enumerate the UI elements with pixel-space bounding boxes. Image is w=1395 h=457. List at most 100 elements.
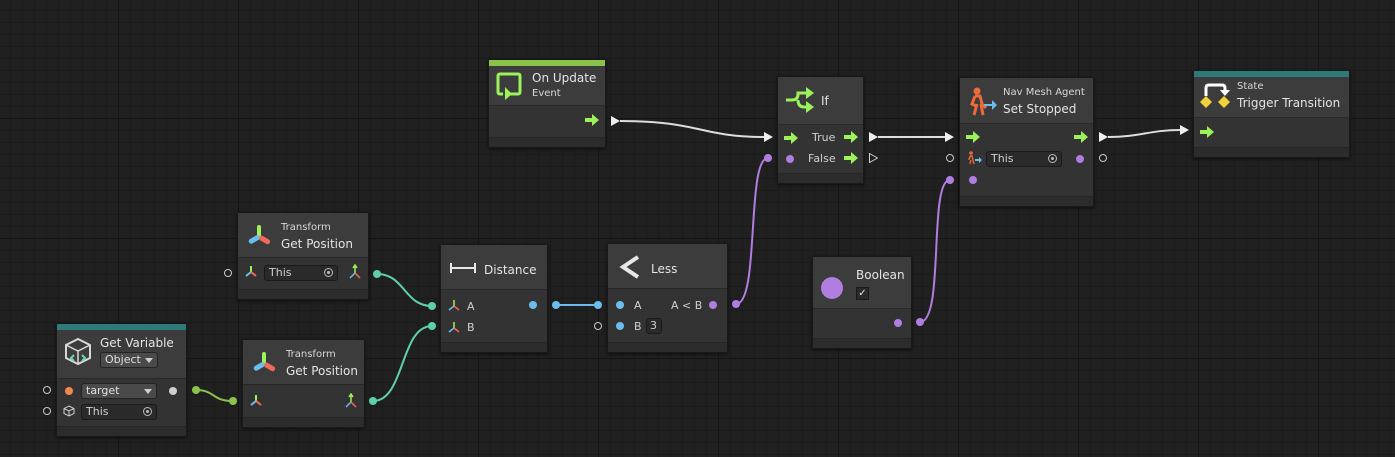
- string-port[interactable]: [65, 387, 73, 395]
- wire-arrow-navmesh-in: [945, 132, 954, 142]
- variable-name-dropdown[interactable]: target: [81, 383, 157, 399]
- node-title: Get Position: [281, 237, 353, 251]
- float-output-port[interactable]: [529, 301, 537, 309]
- bool-output-port[interactable]: [709, 301, 717, 309]
- node-header: Boolean ✓: [813, 257, 911, 309]
- wire-end-distance-out: [552, 301, 560, 309]
- chevron-down-icon: [144, 389, 152, 394]
- less-node[interactable]: Less A A < B B 3: [607, 243, 728, 353]
- bool-output-port[interactable]: [894, 319, 902, 327]
- on-update-node[interactable]: On Update Event: [488, 59, 606, 148]
- navmesh-agent-output-port[interactable]: [1099, 154, 1107, 162]
- output-label: A < B: [671, 299, 703, 312]
- node-footer: [778, 173, 863, 183]
- wire-end-less-out: [732, 300, 740, 308]
- port-a-label: A: [634, 299, 642, 312]
- vector-input-icon: [448, 300, 460, 311]
- wire-end-navmesh-in: [946, 176, 954, 184]
- target-field[interactable]: This: [264, 265, 338, 281]
- target-field[interactable]: This: [81, 404, 157, 420]
- b-value-field[interactable]: 3: [646, 318, 662, 334]
- wire-arrow-if-in: [764, 132, 773, 142]
- boolean-node[interactable]: Boolean ✓: [812, 256, 912, 349]
- node-title: Boolean: [856, 268, 905, 282]
- boolean-checkbox[interactable]: ✓: [856, 287, 869, 300]
- target-field-value: This: [86, 405, 109, 418]
- node-header-bar: [57, 324, 186, 330]
- update-loop-icon: [496, 72, 522, 100]
- state-trigger-transition-node[interactable]: State Trigger Transition: [1193, 70, 1350, 158]
- wire-arrow-navmesh-out: [1099, 132, 1108, 142]
- flow-input-arrow-icon[interactable]: [1200, 126, 1214, 138]
- float-input-port-a[interactable]: [616, 301, 624, 309]
- node-header: If: [778, 77, 863, 125]
- get-variable-name-input-port[interactable]: [43, 386, 51, 394]
- wire-end-distance-b: [428, 322, 436, 330]
- flow-true-output-arrow-icon[interactable]: [844, 131, 858, 143]
- false-flow-output-port[interactable]: [869, 153, 878, 163]
- kind-dropdown[interactable]: Object: [100, 352, 158, 368]
- false-label: False: [808, 152, 836, 165]
- is-stopped-input-port[interactable]: [969, 176, 977, 184]
- agent-output-port[interactable]: [1076, 155, 1084, 163]
- if-node[interactable]: If True False: [777, 76, 864, 184]
- node-subtitle: Transform: [286, 349, 336, 360]
- get-variable-node[interactable]: Get Variable Object target This: [56, 323, 187, 437]
- wire-end-distance-a: [428, 302, 436, 310]
- flow-input-arrow-icon[interactable]: [966, 131, 980, 143]
- branch-arrows-icon: [786, 87, 814, 113]
- variable-cube-icon: [65, 337, 91, 366]
- wire-transform1-to-distance-a: [376, 273, 433, 307]
- less-than-icon: [619, 255, 640, 279]
- state-transition-icon: [1200, 83, 1230, 108]
- node-header: Transform Get Position: [238, 213, 368, 258]
- transform-axes-icon: [250, 395, 262, 406]
- wire-arrow-if-out: [869, 132, 878, 142]
- node-footer: [960, 196, 1093, 206]
- vector-output-icon: [345, 393, 357, 408]
- nav-mesh-set-stopped-node[interactable]: Nav Mesh Agent Set Stopped This: [959, 77, 1094, 207]
- wire-end-if-in: [764, 154, 772, 162]
- node-header: Nav Mesh Agent Set Stopped: [960, 78, 1093, 124]
- b-value: 3: [650, 319, 657, 332]
- distance-node[interactable]: Distance A B: [440, 244, 548, 353]
- get-variable-target-input-port[interactable]: [43, 407, 51, 415]
- object-picker-icon[interactable]: [324, 268, 333, 277]
- wire-end-less-a: [594, 301, 602, 309]
- wire-boolean-to-navmesh: [919, 179, 951, 323]
- wire-end-transform2-in: [229, 397, 237, 405]
- transform1-target-input-port[interactable]: [224, 269, 232, 277]
- flow-output-arrow-icon[interactable]: [1074, 131, 1088, 143]
- object-picker-icon[interactable]: [1048, 154, 1057, 163]
- transform-axes-icon: [248, 225, 271, 245]
- navmesh-target-input-port[interactable]: [946, 154, 954, 162]
- node-footer: [608, 342, 727, 352]
- wire-end-get-variable: [192, 386, 200, 394]
- node-header: On Update Event: [489, 66, 605, 106]
- condition-input-port[interactable]: [786, 155, 794, 163]
- true-label: True: [812, 131, 836, 144]
- wire-transform2-to-distance-b: [372, 325, 433, 402]
- wire-get-variable-to-transform2: [195, 389, 233, 402]
- target-field[interactable]: This: [986, 151, 1062, 167]
- variable-name-value: target: [86, 384, 120, 397]
- value-output-port[interactable]: [169, 387, 177, 395]
- node-title: Distance: [484, 263, 537, 277]
- less-b-input-port[interactable]: [594, 322, 602, 330]
- object-picker-icon[interactable]: [143, 407, 152, 416]
- target-field-value: This: [991, 152, 1014, 165]
- float-input-port-b[interactable]: [616, 322, 624, 330]
- flow-false-output-arrow-icon[interactable]: [844, 152, 858, 164]
- transform-get-position-node-1[interactable]: Transform Get Position This: [237, 212, 369, 300]
- wire-navmesh-to-state: [1107, 129, 1181, 138]
- wire-end-transform1-out: [373, 270, 381, 278]
- flow-input-arrow-icon[interactable]: [784, 132, 798, 144]
- event-header-bar: [489, 60, 605, 66]
- node-footer: [238, 289, 368, 299]
- node-footer: [1194, 147, 1349, 157]
- port-b-label: B: [467, 321, 475, 334]
- port-a-label: A: [467, 300, 475, 313]
- node-title: Get Position: [286, 364, 358, 378]
- flow-output-arrow-icon[interactable]: [585, 114, 599, 126]
- transform-get-position-node-2[interactable]: Transform Get Position: [242, 339, 365, 428]
